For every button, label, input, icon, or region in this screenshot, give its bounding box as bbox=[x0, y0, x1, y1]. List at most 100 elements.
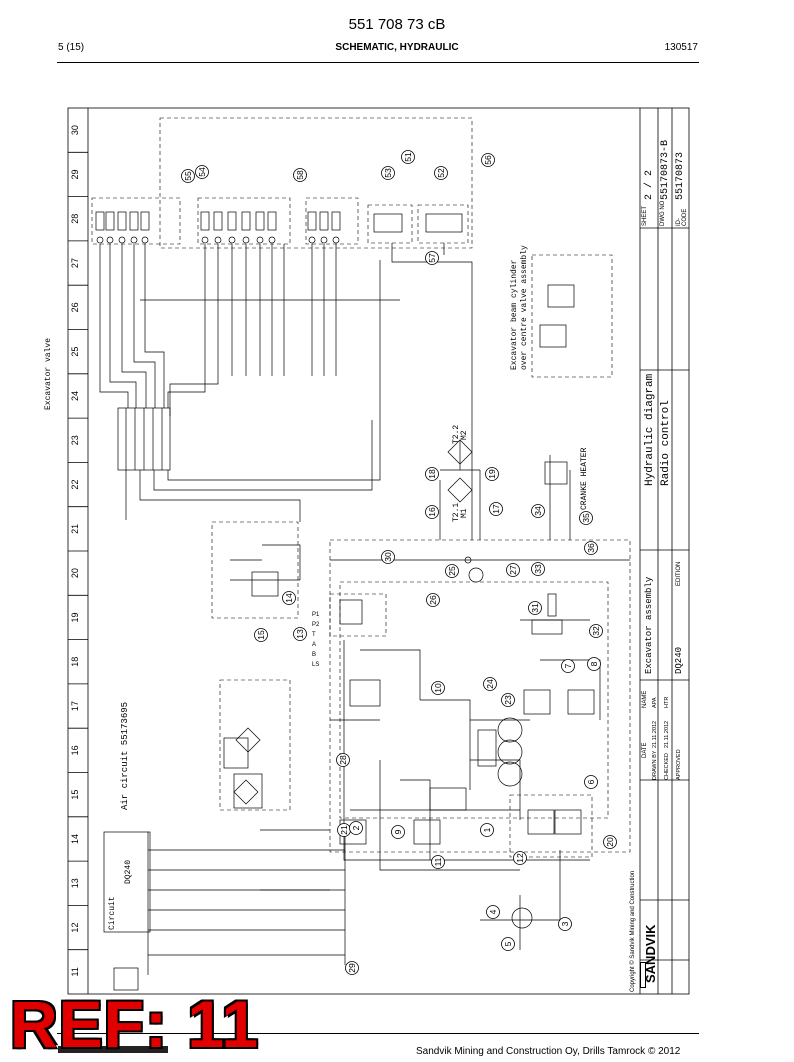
footer-company: Sandvik Mining and Construction Oy, Dril… bbox=[416, 1046, 681, 1057]
callout-number: 26 bbox=[428, 595, 438, 605]
callout-balloon: 28 bbox=[336, 753, 350, 767]
callout-balloon: 7 bbox=[561, 659, 575, 673]
callout-number: 20 bbox=[605, 837, 615, 847]
callout-balloon: 21 bbox=[337, 823, 351, 837]
callout-balloon: 14 bbox=[282, 591, 296, 605]
label-centre-valve: over centre valve assembly bbox=[520, 245, 529, 370]
callout-number: 30 bbox=[383, 552, 393, 562]
tb-date-label: DATE bbox=[642, 742, 648, 758]
callout-number: 8 bbox=[589, 661, 599, 666]
callout-number: 6 bbox=[586, 779, 596, 784]
tb-model: DQ240 bbox=[674, 646, 684, 674]
frame-column-number: 24 bbox=[70, 391, 80, 401]
callout-balloon: 15 bbox=[254, 628, 268, 642]
callout-balloon: 17 bbox=[489, 502, 503, 516]
callout-number: 14 bbox=[284, 593, 294, 603]
tb-dwg-label: DWG NO bbox=[660, 200, 666, 226]
callout-number: 53 bbox=[383, 168, 393, 178]
callout-number: 57 bbox=[427, 253, 437, 263]
callout-number: 2 bbox=[351, 825, 361, 830]
tb-row-name: APA bbox=[652, 697, 658, 708]
callout-number: 52 bbox=[436, 168, 446, 178]
frame-column-number: 18 bbox=[70, 657, 80, 667]
frame-column-number: 15 bbox=[70, 790, 80, 800]
callout-number: 55 bbox=[183, 171, 193, 181]
callout-number: 21 bbox=[339, 825, 349, 835]
header-rule bbox=[57, 62, 699, 63]
coupling bbox=[256, 236, 264, 244]
callout-number: 29 bbox=[347, 963, 357, 973]
port-label: T bbox=[312, 632, 316, 638]
callout-balloon: 34 bbox=[531, 504, 545, 518]
callout-number: 56 bbox=[483, 155, 493, 165]
callout-number: 11 bbox=[433, 857, 443, 866]
callout-balloon: 56 bbox=[481, 153, 495, 167]
solenoid-coil bbox=[319, 211, 329, 231]
solenoid-coil bbox=[200, 211, 210, 231]
port-label: P1 bbox=[312, 612, 320, 618]
label-air-circuit: Air circuit 55173695 bbox=[120, 701, 130, 810]
port-labels: P1 P2 T A B LS bbox=[312, 612, 326, 672]
tb-name-label: NAME bbox=[642, 690, 648, 708]
callout-number: 5 bbox=[503, 941, 513, 946]
callout-number: 27 bbox=[508, 565, 518, 575]
callout-balloon: 2 bbox=[349, 821, 363, 835]
callout-balloon: 13 bbox=[293, 627, 307, 641]
callout-balloon: 23 bbox=[501, 693, 515, 707]
tb-assembly: Excavator assembly bbox=[644, 576, 654, 674]
callout-number: 19 bbox=[487, 469, 497, 479]
frame-column-number: 19 bbox=[70, 612, 80, 622]
port-label: B bbox=[312, 652, 317, 658]
coupling bbox=[228, 236, 236, 244]
frame-column-number: 29 bbox=[70, 169, 80, 179]
port-label: P2 bbox=[312, 622, 320, 628]
callout-number: 31 bbox=[530, 603, 540, 613]
sandvik-logo bbox=[58, 1046, 168, 1053]
callout-number: 34 bbox=[533, 506, 543, 516]
coupling bbox=[130, 236, 138, 244]
tb-row-date: 21.11.2012 bbox=[652, 720, 658, 748]
callout-balloon: 18 bbox=[425, 467, 439, 481]
solenoid-coil bbox=[117, 211, 127, 231]
tb-edition-label: EDITION bbox=[676, 561, 682, 586]
callout-number: 35 bbox=[581, 513, 591, 523]
coupling bbox=[201, 236, 209, 244]
callout-balloon: 5 bbox=[501, 937, 515, 951]
label-oil-heater: CRANKE HEATER bbox=[580, 447, 589, 510]
callout-balloon: 11 bbox=[431, 855, 445, 869]
tb-brand: SANDVIK bbox=[640, 924, 658, 988]
tb-title-2: Radio control bbox=[660, 400, 672, 486]
frame-column-number: 17 bbox=[70, 701, 80, 711]
callout-balloon: 20 bbox=[603, 835, 617, 849]
callout-number: 4 bbox=[488, 909, 498, 914]
coupling bbox=[332, 236, 340, 244]
callout-balloon: 33 bbox=[531, 562, 545, 576]
solenoid-coil bbox=[241, 211, 251, 231]
callout-balloon: 52 bbox=[434, 166, 448, 180]
frame-column-number: 14 bbox=[70, 834, 80, 844]
callout-number: 54 bbox=[197, 167, 207, 177]
solenoid-coil bbox=[255, 211, 265, 231]
callout-balloon: 36 bbox=[584, 541, 598, 555]
label-t2-1-sub: M1 bbox=[460, 508, 469, 518]
callout-balloon: 31 bbox=[528, 601, 542, 615]
footer-rule bbox=[57, 1033, 699, 1034]
callout-balloon: 57 bbox=[425, 251, 439, 265]
callout-balloon: 10 bbox=[431, 681, 445, 695]
callout-balloon: 35 bbox=[579, 511, 593, 525]
label-excavator-valve: Excavator valve bbox=[44, 337, 53, 410]
callout-number: 10 bbox=[433, 683, 443, 693]
label-circuit-list: Circuit bbox=[108, 896, 117, 930]
coupling bbox=[118, 236, 126, 244]
callout-balloon: 29 bbox=[345, 961, 359, 975]
solenoid-coil bbox=[227, 211, 237, 231]
coupling bbox=[141, 236, 149, 244]
callout-balloon: 16 bbox=[425, 505, 439, 519]
tb-row-role: DRAWN BY bbox=[652, 750, 658, 780]
callout-number: 58 bbox=[295, 170, 305, 180]
frame-column-number: 27 bbox=[70, 258, 80, 268]
frame-column-number: 25 bbox=[70, 347, 80, 357]
title-block: SHEET 2 / 2 DWG NO 55170873-B ID-CODE 55… bbox=[630, 108, 689, 994]
callout-balloon: 6 bbox=[584, 775, 598, 789]
tb-sheet: 2 / 2 bbox=[644, 169, 655, 200]
